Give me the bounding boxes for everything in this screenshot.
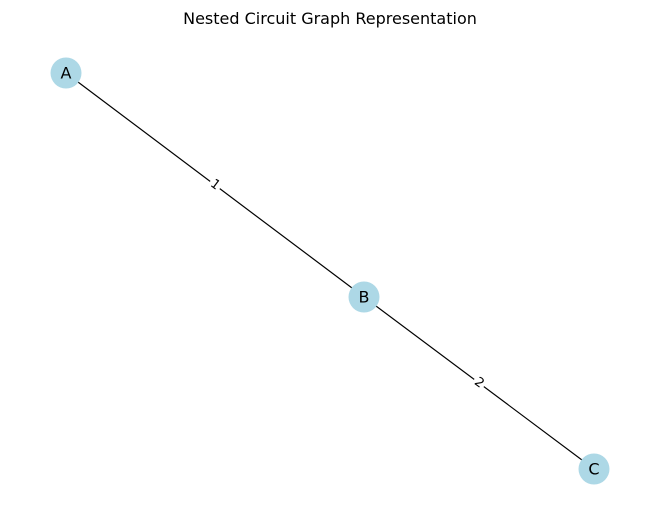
- edge-label-group: 2: [469, 373, 489, 393]
- graph-title: Nested Circuit Graph Representation: [183, 9, 477, 28]
- edge-label-group: 1: [205, 175, 225, 195]
- edge-label-background: [205, 175, 225, 195]
- nodes-layer: A B C: [50, 57, 610, 485]
- node-label-b: B: [359, 288, 370, 307]
- node-c: [578, 453, 610, 485]
- node-label-c: C: [588, 460, 599, 479]
- edge-labels-layer: 12: [205, 175, 489, 393]
- edge-label-background: [469, 373, 489, 393]
- node-a: [50, 57, 82, 89]
- edges-layer: [65, 72, 595, 470]
- node-label-a: A: [61, 64, 72, 83]
- node-b: [348, 281, 380, 313]
